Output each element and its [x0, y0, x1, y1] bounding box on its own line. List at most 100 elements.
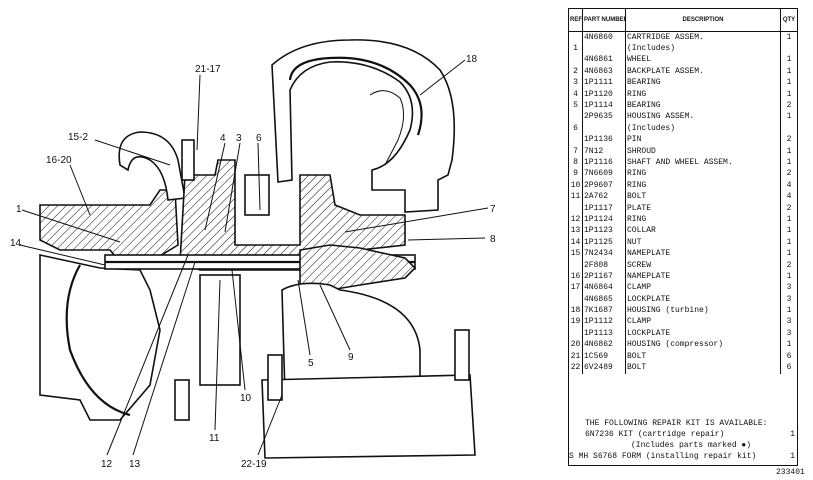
description-cell-text: RING: [627, 89, 647, 99]
kit-part-number: 6N7236: [585, 430, 614, 439]
description-cell-text: (Includes): [627, 123, 676, 133]
description-cell-text: BOLT: [627, 351, 647, 361]
part-number-cell-text: 4N6865: [584, 294, 613, 304]
part-number-cell: 2A762: [582, 191, 626, 203]
qty-cell: 2: [781, 169, 798, 180]
part-number-cell: 1P1125: [582, 237, 626, 249]
form-part-number: MH S6768: [578, 452, 618, 461]
description-cell: (Includes): [625, 123, 781, 135]
repair-kit-note: THE FOLLOWING REPAIR KIT IS AVAILABLE: 6…: [569, 418, 795, 462]
ref-no-cell: 2: [569, 66, 583, 78]
ref-no-cell-text: 11: [570, 192, 581, 202]
qty-cell-text: 4: [786, 180, 792, 190]
qty-cell-text: 1: [786, 271, 792, 281]
header-qty: QTY: [780, 9, 797, 32]
qty-cell: 2: [781, 260, 798, 271]
kit-heading: THE FOLLOWING REPAIR KIT IS AVAILABLE:: [585, 419, 768, 428]
qty-cell-text: 2: [786, 203, 792, 213]
part-number-cell-text: 1P1114: [584, 101, 613, 111]
description-cell: HOUSING (compressor): [625, 339, 781, 351]
form-ref: S: [569, 452, 574, 461]
description-cell: RING: [625, 214, 781, 226]
qty-cell: 4: [781, 180, 798, 191]
ref-no-cell-text: 21: [570, 351, 581, 361]
part-number-cell-text: 7N2434: [584, 249, 613, 259]
part-number-cell: 6V2489: [582, 362, 626, 374]
leader-lines: [19, 59, 489, 456]
description-cell: RING: [625, 168, 781, 181]
description-cell-text: NUT: [627, 237, 642, 247]
part-number-cell: 1P1117: [582, 202, 626, 215]
parts-table: REF NO. PART NUMBER DESCRIPTION QTY 4N68…: [569, 9, 797, 374]
clamp-bolt: [181, 139, 195, 181]
description-cell: BOLT: [625, 191, 781, 203]
turbocharger-section-drawing: 21-17 18 15-2 16-20 4 3 6 1 14 7 8 5 9 1…: [10, 39, 496, 470]
ref-no-cell: 21: [569, 350, 583, 363]
ref-no-cell-text: 19: [570, 317, 581, 327]
part-number-cell-text: 1P1111: [584, 78, 613, 88]
qty-cell-text: 6: [786, 363, 792, 373]
part-number-cell-text: 1P1123: [584, 226, 613, 236]
description-cell-text: CARTRIDGE ASSEM.: [627, 32, 704, 42]
qty-cell: 1: [781, 112, 798, 123]
part-number-cell-text: 7N6609: [584, 169, 613, 179]
qty-cell-text: 1: [786, 157, 792, 167]
part-number-cell-text: 1P1116: [584, 157, 613, 167]
qty-cell: 1: [781, 32, 798, 44]
part-number-cell: 7N12: [582, 145, 626, 158]
part-number-cell-text: 1P1113: [584, 328, 613, 338]
qty-cell-text: 1: [786, 237, 792, 247]
description-cell: LOCKPLATE: [625, 293, 781, 306]
parts-row: 6(Includes): [569, 123, 797, 135]
qty-cell: 1: [781, 89, 798, 100]
description-cell: BEARING: [625, 100, 781, 112]
callout-13: 13: [129, 459, 141, 470]
ref-no-cell: 9: [569, 168, 583, 181]
callout-16-20: 16-20: [46, 155, 72, 166]
ref-no-cell-text: 1: [573, 44, 578, 54]
qty-cell: 3: [781, 283, 798, 294]
part-number-cell-text: 1C569: [584, 351, 609, 361]
description-cell-text: CLAMP: [627, 317, 652, 327]
part-number-cell-text: 1P1124: [584, 214, 613, 224]
qty-cell: 2: [781, 100, 798, 111]
compressor-housing: [39, 189, 179, 263]
callout-12: 12: [101, 459, 113, 470]
callout-3: 3: [236, 133, 242, 144]
part-number-cell: 2P9635: [582, 111, 626, 124]
qty-cell: 1: [781, 55, 798, 66]
part-number-cell: 7K1687: [582, 305, 626, 317]
callout-22-19: 22-19: [241, 459, 267, 470]
ref-no-cell-text: 12: [570, 214, 581, 224]
qty-cell-text: 1: [786, 306, 792, 316]
part-number-cell-text: 1P1120: [584, 89, 613, 99]
parts-row: 1(Includes): [569, 43, 797, 55]
description-cell-text: PLATE: [627, 203, 652, 213]
part-number-cell-text: 4N6864: [584, 283, 613, 293]
qty-cell: 3: [781, 328, 798, 339]
description-cell-text: COLLAR: [627, 226, 656, 236]
ref-no-cell: 22: [569, 362, 583, 374]
description-cell: SCREW: [625, 259, 781, 272]
part-number-cell: 2P1167: [582, 271, 626, 283]
description-cell-text: NAMEPLATE: [627, 271, 671, 281]
ref-no-cell-text: 15: [570, 249, 581, 259]
ref-no-cell: 8: [569, 157, 583, 169]
kit-includes-note: (Includes parts marked ●): [631, 441, 752, 450]
qty-cell: 6: [781, 362, 798, 373]
part-number-cell: 1P1123: [582, 225, 626, 238]
ref-no-cell: 12: [569, 214, 583, 226]
description-cell-text: BEARING: [627, 101, 661, 111]
qty-cell-text: 1: [786, 66, 792, 76]
description-cell-text: SHROUD: [627, 146, 656, 156]
